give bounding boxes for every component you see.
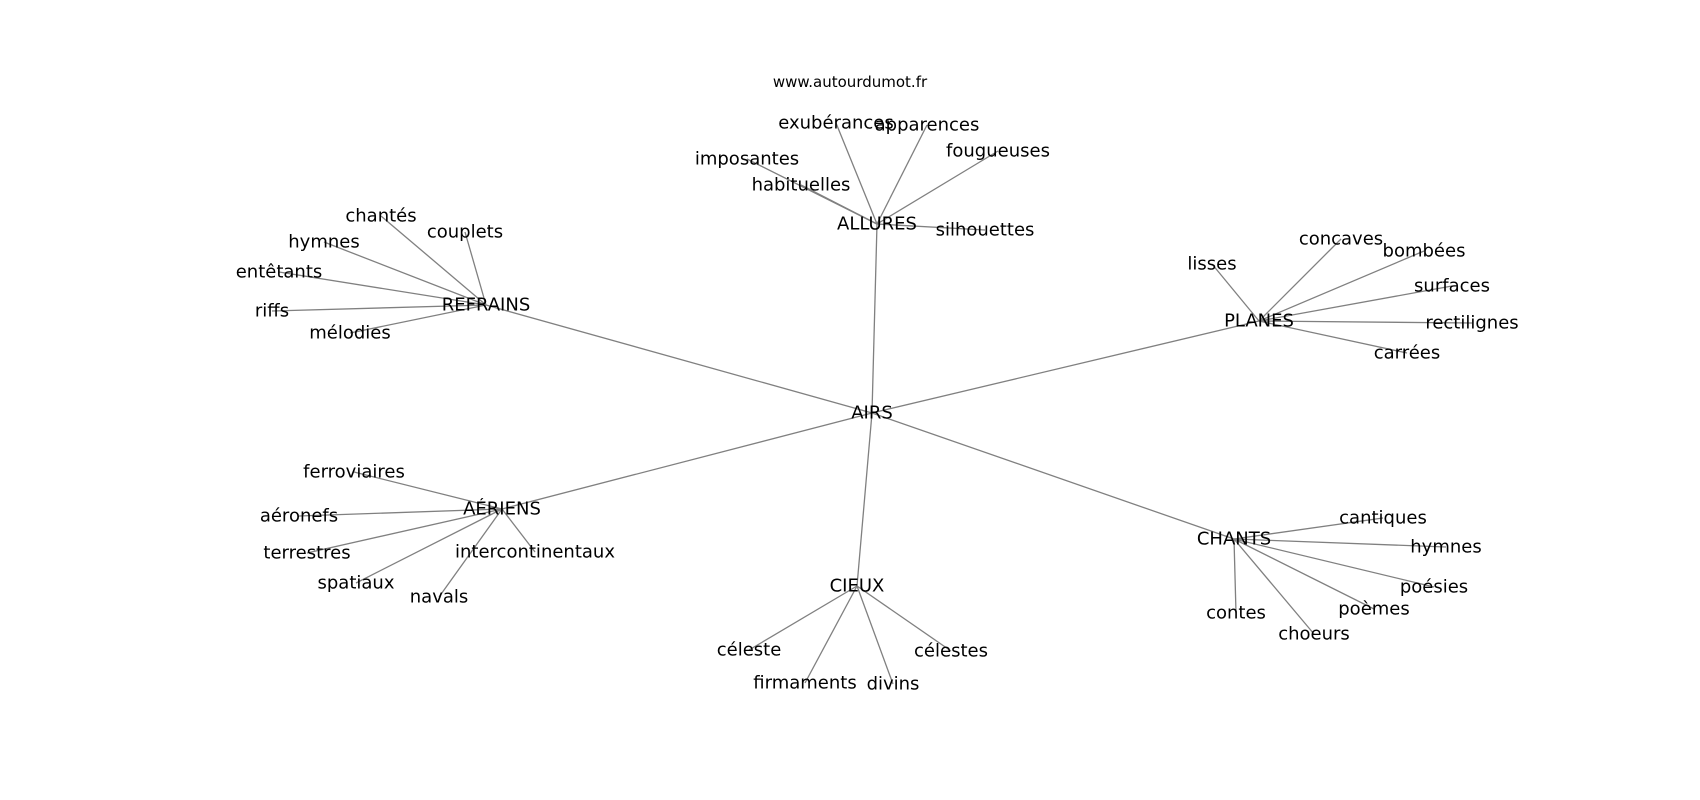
- edge-allures-1: [876, 124, 928, 225]
- node-leaf-cieux-1: firmaments: [753, 673, 856, 694]
- edge-chants-0: [1233, 517, 1384, 540]
- edge-aeriens-3: [501, 508, 536, 553]
- edge-aeriens-1: [298, 508, 503, 517]
- edge-root-allures: [871, 223, 878, 414]
- node-leaf-allures-1: apparences: [875, 115, 980, 136]
- node-leaf-planes-0: lisses: [1187, 254, 1236, 275]
- edge-root-planes: [871, 320, 1260, 414]
- node-leaf-allures-3: imposantes: [695, 149, 799, 170]
- node-hub-refrains: REFRAINS: [442, 295, 531, 316]
- node-leaf-refrains-4: riffs: [255, 301, 289, 322]
- edge-cieux-0: [748, 585, 858, 651]
- node-leaf-cieux-2: divins: [867, 674, 920, 695]
- edge-allures-5: [876, 223, 986, 231]
- edge-cieux-3: [856, 585, 952, 652]
- edge-root-chants: [871, 412, 1235, 540]
- edge-aeriens-4: [355, 508, 503, 584]
- node-leaf-allures-5: silhouettes: [936, 220, 1035, 241]
- node-leaf-refrains-2: hymnes: [288, 232, 359, 253]
- edge-aeriens-5: [438, 508, 503, 598]
- edge-refrains-5: [349, 304, 487, 334]
- node-leaf-chants-2: poésies: [1400, 577, 1468, 598]
- edge-planes-2: [1258, 250, 1425, 322]
- node-leaf-chants-0: cantiques: [1339, 508, 1427, 529]
- node-leaf-planes-4: rectilignes: [1425, 313, 1518, 334]
- graph-labels: www.autourdumot.fr AIRS ALLURES exubérance…: [236, 73, 1519, 695]
- node-root: AIRS: [851, 403, 893, 424]
- edge-chants-2: [1233, 538, 1435, 588]
- edge-refrains-3: [278, 271, 487, 306]
- node-leaf-allures-2: fougueuses: [946, 141, 1050, 162]
- node-hub-cieux: CIEUX: [830, 576, 885, 597]
- node-leaf-cieux-0: céleste: [717, 640, 782, 661]
- edge-aeriens-0: [353, 471, 503, 510]
- edge-planes-5: [1258, 320, 1408, 354]
- edge-root-refrains: [485, 304, 873, 414]
- edge-chants-3: [1233, 538, 1375, 610]
- node-leaf-aeriens-4: spatiaux: [318, 573, 395, 594]
- node-hub-planes: PLANES: [1224, 311, 1294, 332]
- graph-edges: [271, 122, 1473, 685]
- edge-cieux-1: [804, 585, 858, 684]
- node-leaf-planes-5: carrées: [1374, 343, 1441, 364]
- node-leaf-cieux-3: célestes: [914, 641, 988, 662]
- node-hub-aeriens: AÉRIENS: [463, 498, 541, 520]
- node-hub-chants: CHANTS: [1197, 529, 1271, 550]
- node-leaf-allures-4: habituelles: [752, 175, 851, 196]
- edge-chants-1: [1233, 538, 1447, 548]
- node-leaf-planes-3: surfaces: [1414, 276, 1490, 297]
- node-leaf-chants-5: choeurs: [1278, 624, 1350, 645]
- edge-planes-1: [1258, 238, 1342, 322]
- node-leaf-refrains-1: couplets: [427, 222, 503, 243]
- edge-allures-2: [876, 150, 999, 225]
- edge-planes-3: [1258, 285, 1453, 322]
- edge-root-cieux: [856, 412, 873, 587]
- node-leaf-chants-4: contes: [1206, 603, 1266, 624]
- edge-refrains-2: [323, 241, 487, 306]
- node-leaf-chants-1: hymnes: [1410, 537, 1481, 558]
- node-leaf-aeriens-5: navals: [410, 587, 469, 608]
- node-leaf-aeriens-2: terrestres: [263, 543, 350, 564]
- node-hub-allures: ALLURES: [837, 214, 917, 235]
- edge-allures-0: [835, 122, 878, 225]
- edge-chants-5: [1233, 538, 1315, 635]
- node-leaf-aeriens-1: aéronefs: [260, 506, 338, 527]
- edge-refrains-1: [464, 231, 487, 306]
- node-leaf-chants-3: poèmes: [1338, 599, 1410, 620]
- node-leaf-allures-0: exubérances: [778, 113, 894, 134]
- edge-planes-0: [1211, 263, 1260, 322]
- edge-planes-4: [1258, 320, 1473, 324]
- site-url: www.autourdumot.fr: [773, 73, 928, 91]
- edge-chants-4: [1233, 538, 1237, 614]
- node-leaf-aeriens-3: intercontinentaux: [455, 542, 615, 563]
- edge-allures-4: [800, 184, 878, 225]
- node-leaf-planes-1: concaves: [1299, 229, 1383, 250]
- edge-cieux-2: [856, 585, 894, 685]
- edge-root-aeriens: [501, 412, 873, 510]
- edge-aeriens-2: [306, 508, 503, 554]
- edge-refrains-0: [380, 215, 487, 306]
- node-leaf-planes-2: bombées: [1383, 241, 1466, 262]
- node-leaf-refrains-0: chantés: [345, 206, 416, 227]
- node-leaf-aeriens-0: ferroviaires: [303, 462, 405, 483]
- edge-refrains-4: [271, 304, 487, 312]
- node-leaf-refrains-5: mélodies: [309, 323, 391, 344]
- node-leaf-refrains-3: entêtants: [236, 262, 323, 283]
